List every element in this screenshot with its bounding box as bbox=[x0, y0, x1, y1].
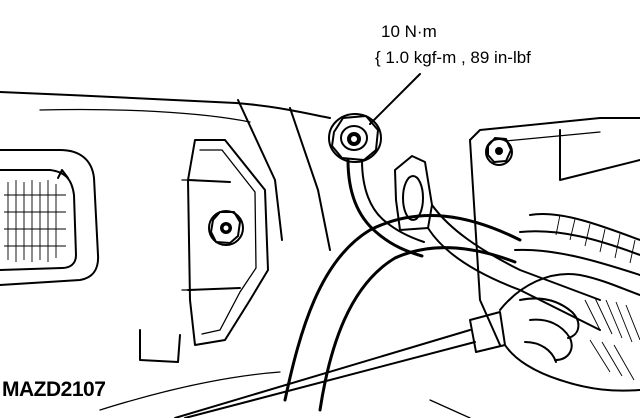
torque-spec-metric: 10 N·m bbox=[381, 22, 437, 41]
hand bbox=[499, 273, 640, 392]
right-housing bbox=[469, 117, 640, 346]
wiring-harness bbox=[514, 213, 640, 276]
ground-terminal bbox=[394, 155, 601, 331]
callout-leader bbox=[369, 73, 421, 125]
connector-box bbox=[0, 149, 100, 286]
ground-bolt bbox=[328, 113, 382, 163]
upper-panel-outline bbox=[0, 91, 331, 119]
upper-panel-inner-line bbox=[39, 108, 251, 123]
main-cable-upper bbox=[283, 214, 522, 402]
panel-edge-right bbox=[289, 107, 331, 251]
main-cable-lower bbox=[318, 246, 517, 412]
figure-code: MAZD2107 bbox=[2, 378, 106, 401]
mounting-bracket bbox=[181, 139, 269, 346]
lower-right-line bbox=[429, 399, 471, 418]
lower-panel-line bbox=[99, 371, 281, 411]
ground-strap-wire bbox=[346, 158, 424, 258]
lower-left-tab bbox=[139, 329, 181, 363]
torque-spec-alternate: { 1.0 kgf-m , 89 in-lbf bbox=[375, 48, 531, 67]
bracket-nut bbox=[208, 210, 244, 246]
panel-edge-left bbox=[237, 99, 283, 241]
